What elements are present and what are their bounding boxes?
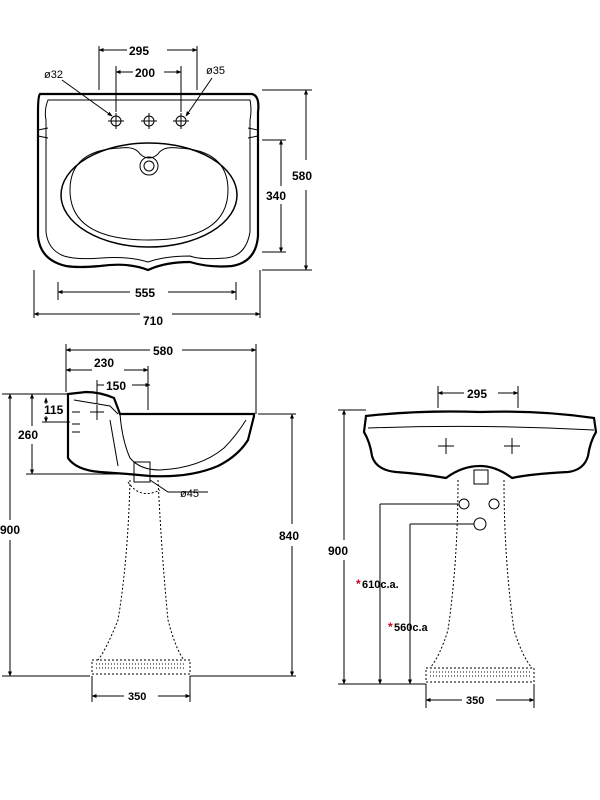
side-pedestal-base — [91, 659, 191, 675]
front-pedestal — [429, 479, 533, 669]
front-view: 295 900 * 610c.a. * 560c.a 350 — [328, 386, 598, 708]
top-view: 295 200 ø32 ø35 580 340 555 710 — [34, 44, 312, 328]
dim-610: 610c.a. — [362, 579, 399, 591]
side-pedestal — [97, 479, 185, 661]
side-view: 580 230 150 115 260 900 840 ø45 350 — [0, 344, 299, 703]
bowl — [60, 142, 238, 248]
bowl-inner — [69, 147, 229, 241]
dim-200: 200 — [135, 66, 155, 80]
front-tap-marks — [438, 438, 520, 454]
front-rim-line — [367, 425, 595, 431]
drain-label: ø45 — [180, 488, 199, 500]
dim-580-side: 580 — [153, 344, 173, 358]
dim-840: 840 — [279, 529, 299, 543]
overflow-hole — [139, 156, 159, 176]
star-610: * — [356, 577, 361, 591]
side-basin — [66, 390, 256, 478]
dim-150: 150 — [106, 379, 126, 393]
front-basin — [362, 410, 598, 480]
side-centre-mark — [90, 405, 104, 420]
front-hole-right — [488, 498, 500, 510]
side-backsplash — [73, 399, 119, 415]
side-fixing-marks — [72, 411, 80, 433]
dim-295-top: 295 — [129, 44, 149, 58]
front-pedestal-base — [425, 667, 535, 683]
front-hole-left — [458, 498, 470, 510]
dim-295-front: 295 — [467, 387, 487, 401]
overflow-inner — [143, 160, 155, 172]
basin-inner-rim — [44, 99, 252, 263]
dim-115: 115 — [44, 403, 64, 417]
dim-350-side: 350 — [128, 691, 146, 703]
dim-340: 340 — [266, 189, 286, 203]
drain-leader — [149, 479, 208, 493]
front-drain — [473, 469, 489, 485]
side-drain — [133, 461, 151, 483]
dim-900-front: 900 — [328, 544, 348, 558]
front-hole-centre — [473, 517, 487, 531]
dim-260: 260 — [18, 428, 38, 442]
dim-350-front: 350 — [466, 695, 484, 707]
side-trap — [127, 481, 161, 495]
hole-left-label: ø32 — [44, 69, 63, 81]
dim-580-top: 580 — [292, 169, 312, 183]
hole-right-label: ø35 — [206, 65, 225, 77]
star-560: * — [388, 620, 393, 634]
front-base-texture — [430, 671, 530, 677]
side-base-texture — [96, 663, 186, 669]
basin-outline — [36, 92, 260, 272]
tap-holes — [108, 113, 189, 129]
side-wall-line — [109, 419, 119, 467]
side-bowl-inner — [119, 413, 247, 471]
dim-900-side: 900 — [0, 523, 20, 537]
dim-555: 555 — [135, 286, 155, 300]
side-marks — [37, 127, 259, 139]
dim-560: 560c.a — [394, 622, 429, 634]
dim-710: 710 — [143, 314, 163, 328]
dim-230: 230 — [94, 356, 114, 370]
